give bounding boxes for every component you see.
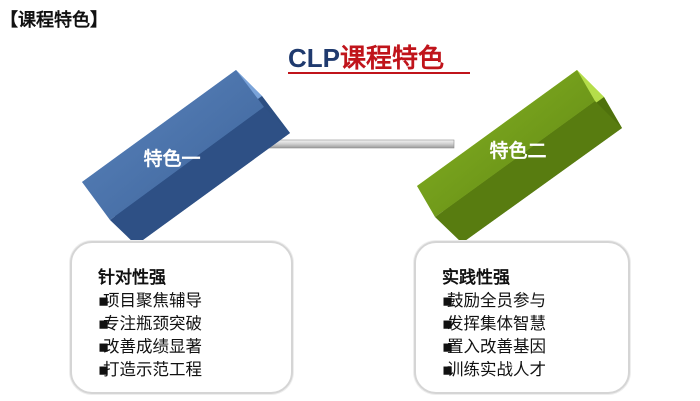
list-item: ▪鼓励全员参与 — [442, 289, 546, 312]
feature-block-blue: 特色一 — [82, 70, 290, 245]
feature-block-green-side — [435, 101, 622, 243]
list-item-text: 鼓励全员参与 — [447, 291, 546, 310]
list-item-text: 专注瓶颈突破 — [103, 314, 202, 333]
feature-block-blue-bottom — [110, 107, 290, 245]
feature-card-left-title: 针对性强 — [98, 268, 166, 288]
feature-card-right-title: 实践性强 — [442, 268, 510, 288]
feature-block-green-label: 特色二 — [489, 139, 546, 162]
list-item: ▪改善成绩显著 — [98, 335, 202, 358]
feature-card-right-list: ▪鼓励全员参与 ▪发挥集体智慧 ▪置入改善基因 ▪训练实战人才 — [442, 289, 546, 381]
main-title-prefix: CLP — [288, 43, 340, 73]
feature-block-blue-label: 特色一 — [143, 147, 200, 170]
title-underline — [288, 72, 470, 74]
list-item-text: 项目聚焦辅导 — [103, 291, 202, 310]
feature-card-left: 针对性强 ▪项目聚焦辅导 ▪专注瓶颈突破 ▪改善成绩显著 ▪打造示范工程 — [70, 241, 293, 394]
feature-card-left-list: ▪项目聚焦辅导 ▪专注瓶颈突破 ▪改善成绩显著 ▪打造示范工程 — [98, 289, 202, 381]
list-item: ▪项目聚焦辅导 — [98, 289, 202, 312]
feature-block-blue-face — [82, 70, 264, 220]
list-item-text: 打造示范工程 — [103, 360, 202, 379]
list-item-text: 置入改善基因 — [447, 337, 546, 356]
list-item-text: 训练实战人才 — [447, 360, 546, 379]
feature-block-green-face — [417, 70, 595, 217]
main-title: CLP课程特色 — [288, 38, 444, 75]
section-heading: 【课程特色】 — [0, 10, 108, 31]
main-title-suffix: 课程特色 — [340, 44, 445, 74]
feature-card-right: 实践性强 ▪鼓励全员参与 ▪发挥集体智慧 ▪置入改善基因 ▪训练实战人才 — [414, 241, 630, 394]
list-item: ▪置入改善基因 — [442, 335, 546, 358]
connector-bar — [261, 139, 455, 149]
feature-block-green: 特色二 — [417, 70, 622, 243]
list-item-text: 发挥集体智慧 — [447, 314, 546, 333]
list-item: ▪训练实战人才 — [442, 358, 546, 381]
list-item: ▪专注瓶颈突破 — [98, 312, 202, 335]
list-item: ▪打造示范工程 — [98, 358, 202, 381]
list-item: ▪发挥集体智慧 — [442, 312, 546, 335]
list-item-text: 改善成绩显著 — [103, 337, 202, 356]
